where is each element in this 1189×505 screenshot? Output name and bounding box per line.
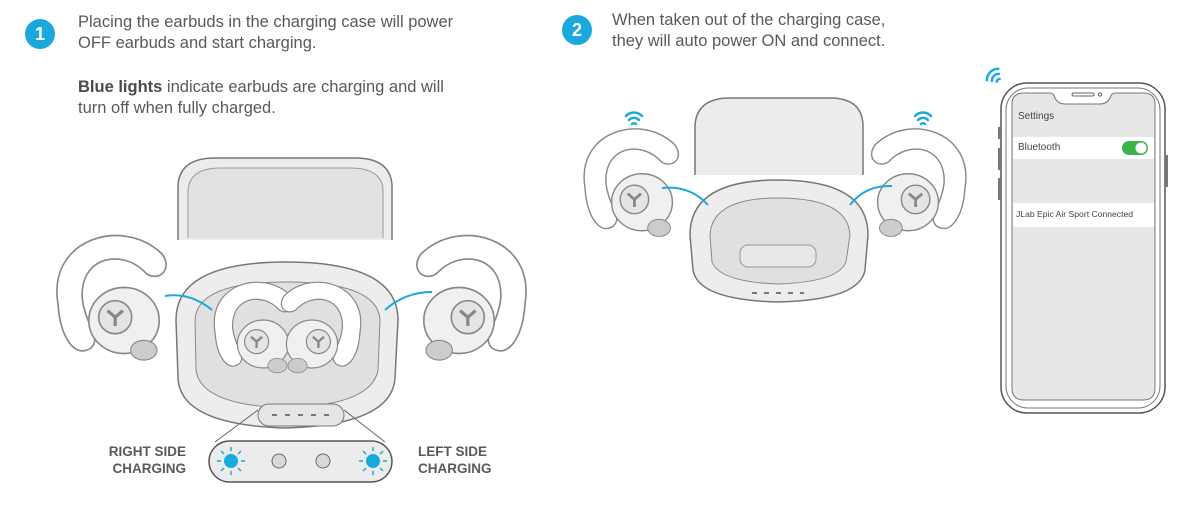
earbud-right-out bbox=[582, 127, 680, 238]
label-line: CHARGING bbox=[112, 461, 187, 476]
charging-case-open bbox=[175, 157, 399, 429]
bluetooth-label: Bluetooth bbox=[1018, 142, 1061, 153]
arrow-out-right bbox=[661, 186, 709, 206]
step-1-line: OFF earbuds and start charging. bbox=[78, 34, 317, 52]
label-line: LEFT SIDE bbox=[418, 444, 488, 459]
note-text: indicate earbuds are charging and will bbox=[162, 78, 444, 96]
led-left-on bbox=[359, 447, 387, 475]
step-1-note: Blue lights indicate earbuds are chargin… bbox=[78, 77, 444, 119]
right-side-charging-label: RIGHT SIDE CHARGING bbox=[109, 443, 186, 477]
left-side-charging-label: LEFT SIDE CHARGING bbox=[418, 443, 492, 477]
arrow-in-left bbox=[384, 291, 433, 311]
settings-title: Settings bbox=[1018, 111, 1055, 122]
earbud-right bbox=[55, 233, 168, 362]
step-2-text: When taken out of the charging case, the… bbox=[612, 10, 885, 52]
bluetooth-toggle[interactable] bbox=[1122, 141, 1148, 155]
arrow-in-right bbox=[164, 294, 213, 311]
label-line: RIGHT SIDE bbox=[108, 444, 186, 459]
led-right-on bbox=[217, 447, 245, 475]
step-2-line: they will auto power ON and connect. bbox=[612, 32, 886, 50]
wireless-icon bbox=[983, 65, 1006, 88]
step-2-line: When taken out of the charging case, bbox=[612, 11, 886, 29]
note-text: turn off when fully charged. bbox=[78, 99, 276, 117]
connected-status: JLab Epic Air Sport Connected bbox=[1016, 209, 1134, 219]
earbud-left-out bbox=[870, 127, 968, 238]
wireless-icon bbox=[913, 111, 933, 126]
led-off bbox=[271, 453, 287, 469]
led-indicator-panel bbox=[208, 409, 393, 483]
step-1-badge: 1 bbox=[25, 19, 55, 49]
phone bbox=[998, 82, 1168, 414]
arrow-out-left bbox=[849, 184, 893, 206]
note-bold: Blue lights bbox=[78, 78, 163, 96]
charging-case-open-empty bbox=[689, 97, 869, 303]
label-line: CHARGING bbox=[418, 461, 492, 476]
step-1-text: Placing the earbuds in the charging case… bbox=[78, 12, 453, 54]
wireless-icon bbox=[624, 111, 644, 126]
earbud-left bbox=[415, 233, 528, 362]
step-1-line: Placing the earbuds in the charging case… bbox=[78, 13, 454, 31]
led-off bbox=[315, 453, 331, 469]
step-2-badge: 2 bbox=[562, 15, 592, 45]
